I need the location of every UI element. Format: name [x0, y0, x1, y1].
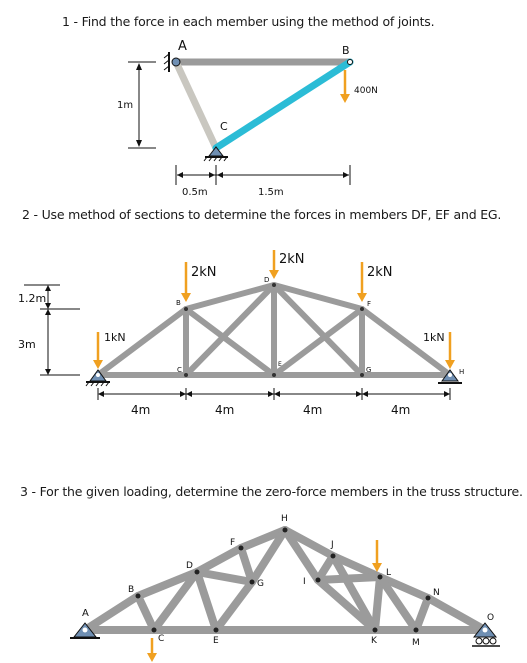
member-nm-3: [412, 594, 432, 634]
support-left-2: [85, 369, 110, 387]
joint-label-c: C: [220, 120, 228, 133]
member-df: [271, 282, 365, 312]
problem2-truss: B C D E F G H 2kN 2kN 2kN 1kN 1kN 1.2m 3…: [18, 250, 464, 417]
span-label-1: 4m: [131, 403, 150, 417]
problem1-truss: A B C 400N 1m 0.5m 1.5m: [117, 39, 378, 198]
joint-d-2: [272, 283, 276, 287]
member-fg-3: [237, 544, 256, 586]
joint-label-b-2: B: [176, 299, 181, 307]
member-jk-3: [329, 552, 379, 634]
problem1-title: 1 - Find the force in each member using …: [62, 14, 435, 29]
joint-label-f-3: F: [230, 538, 235, 548]
member-ln-3: [376, 573, 432, 602]
joint-label-b-3: B: [128, 585, 134, 595]
member-bc-3: [134, 592, 158, 634]
dimension-horizontal: [175, 165, 351, 185]
load-label-b-2: 2kN: [191, 265, 217, 280]
member-hj-3: [281, 526, 337, 560]
joint-label-g-2: G: [366, 366, 371, 374]
member-ik-3: [314, 576, 379, 634]
joint-f-2: [360, 307, 364, 311]
joint-label-e-3: E: [213, 636, 219, 646]
support-right-3: [472, 622, 500, 647]
member-dg: [271, 282, 365, 378]
member-bc: [212, 58, 354, 152]
joint-label-h-2: H: [459, 368, 464, 376]
member-lk-3: [371, 573, 384, 634]
load-label-f-2: 2kN: [367, 265, 393, 280]
joint-label-a-3: A: [82, 608, 89, 619]
joint-label-m-3: M: [412, 638, 420, 648]
support-right-2: [438, 369, 462, 384]
member-de-3: [193, 568, 220, 634]
joint-g-2: [360, 373, 364, 377]
support-left-3: [70, 622, 100, 639]
member-lm-3: [376, 573, 420, 634]
member-ab-2: [95, 306, 189, 378]
dim-label-3m: 3m: [18, 338, 36, 351]
dimension-vertical-1m: [128, 61, 156, 149]
joint-label-f-2: F: [367, 300, 371, 308]
dim-label-0-5m: 0.5m: [182, 187, 208, 198]
joint-label-n-3: N: [433, 588, 440, 598]
member-fh-3: [237, 526, 289, 552]
member-ab-3: [81, 592, 142, 634]
load-label-a-2: 1kN: [104, 331, 126, 344]
dim-label-1m: 1m: [117, 100, 133, 111]
load-label-d-2: 2kN: [279, 252, 305, 267]
joint-label-d-3: D: [186, 561, 193, 571]
member-dc: [183, 282, 277, 378]
load-label-h-2: 1kN: [423, 331, 445, 344]
load-label-b: 400N: [354, 86, 378, 96]
dim-label-1-5m: 1.5m: [258, 187, 284, 198]
joint-label-d-2: D: [264, 276, 269, 284]
span-label-3: 4m: [303, 403, 322, 417]
problem2-title: 2 - Use method of sections to determine …: [22, 207, 502, 222]
member-bd-3: [134, 568, 201, 600]
joint-b-2: [184, 307, 188, 311]
joint-label-b: B: [342, 44, 350, 57]
support-a: [163, 52, 181, 72]
member-hi-3: [281, 526, 322, 584]
member-ge-3: [212, 578, 256, 634]
problem3-title: 3 - For the given loading, determine the…: [20, 484, 523, 499]
joint-label-c-3: C: [158, 634, 164, 644]
member-bd: [183, 282, 277, 312]
joint-label-c-2: C: [177, 366, 182, 374]
member-no-3: [424, 594, 489, 634]
member-be: [183, 306, 277, 378]
joint-c-2: [184, 373, 188, 377]
member-fh: [359, 306, 453, 378]
member-ef: [271, 306, 365, 378]
dim-label-1-2m: 1.2m: [18, 292, 46, 305]
joint-label-h-3: H: [281, 514, 288, 524]
joint-e-2: [272, 373, 276, 377]
member-dc-3: [150, 568, 201, 634]
joint-label-l-3: L: [386, 568, 391, 578]
span-label-4: 4m: [391, 403, 410, 417]
joint-label-j-3: J: [330, 540, 334, 550]
joint-label-i-3: I: [303, 577, 306, 587]
member-df-3: [193, 544, 245, 576]
joint-b: [347, 59, 353, 65]
member-hg-3: [248, 526, 289, 586]
problem3-truss: A B C D E F G H I J K L M N O: [70, 514, 500, 662]
support-c: [203, 146, 228, 162]
joint-label-g-3: G: [257, 579, 264, 589]
member-ac: [172, 58, 220, 152]
joint-label-a: A: [178, 39, 187, 54]
span-label-2: 4m: [215, 403, 234, 417]
joint-label-o-3: O: [487, 613, 494, 623]
member-dg-3: [193, 568, 256, 586]
joint-label-e-2: E: [278, 361, 282, 368]
joint-label-k-3: K: [371, 636, 378, 646]
